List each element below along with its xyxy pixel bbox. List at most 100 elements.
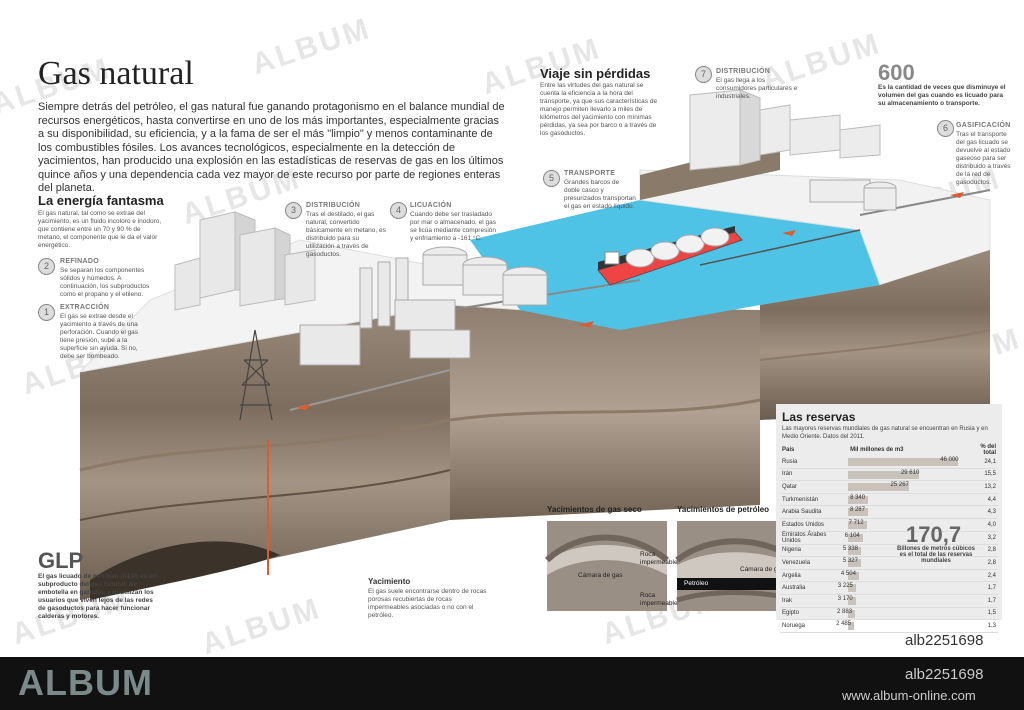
reservas-value: 2 883 [837, 608, 853, 615]
step-6-number: 6 [937, 120, 954, 137]
step-5-label: TRANSPORTE [564, 170, 616, 177]
reservas-value: 7 712 [848, 519, 864, 526]
reservas-country: Australia [780, 581, 849, 595]
step-5-number: 5 [543, 170, 560, 187]
step-7-number: 7 [695, 66, 712, 83]
reservas-bar [848, 470, 919, 479]
yac-seco-camara: Cámara de gas [578, 572, 623, 579]
big-600-value: 600 [878, 60, 915, 85]
reservas-value-cell: 5 327 [843, 556, 965, 570]
reservas-value: 4 504 [840, 570, 856, 577]
yac-petroleo-roca-1: Roca impermeable [640, 551, 678, 566]
yac-seco-heading: Yacimientos de gas seco [547, 505, 642, 514]
reservas-pct: 13,2 [964, 480, 998, 494]
reservas-pct: 1,7 [964, 594, 998, 608]
reservas-pct: 2,4 [964, 569, 998, 583]
city-buildings-left [174, 211, 316, 311]
reservas-country: Arabia Saudita [780, 505, 849, 519]
reservas-bar [848, 571, 859, 580]
reservas-bar [848, 495, 869, 504]
image-code-top: alb2251698 [905, 632, 984, 649]
reservas-bar [848, 520, 867, 529]
earth-block-left-front [80, 305, 450, 600]
reservas-pct: 24,1 [964, 456, 998, 469]
reservas-value: 3 225 [837, 583, 853, 590]
reservas-country: Emiratos Árabes Unidos [780, 531, 849, 545]
step-1-number: 1 [38, 304, 55, 321]
step-3-number: 3 [285, 202, 302, 219]
reservas-total-text: Billones de metros cúbicos es el total d… [896, 546, 976, 564]
reservas-bar [848, 596, 856, 605]
earth-block-right-front [760, 250, 990, 420]
reservas-country: Turkmenistán [780, 493, 849, 507]
reservas-bar [848, 533, 863, 542]
reservas-country: Nigeria [780, 544, 849, 558]
album-logo: ALBUM [18, 662, 153, 703]
step-5-text: Grandes barcos de doble casco y presuriz… [564, 179, 636, 210]
gas-dry-reservoir-diagram [544, 521, 669, 611]
yac-petroleo-roca-2: Roca impermeable [640, 592, 678, 607]
big-600-text: Es la cantidad de veces que disminuye el… [878, 84, 1006, 107]
city-buildings-right [689, 89, 881, 171]
reservas-pct: 2,8 [964, 556, 998, 570]
reservas-value-cell: 25 267 [848, 480, 965, 494]
step-7-label: DISTRIBUCIÓN [716, 68, 771, 75]
reservas-pct: 4,3 [964, 505, 998, 519]
lng-tanker-ship [597, 226, 743, 286]
viaje-heading: Viaje sin pérdidas [540, 66, 651, 81]
step-4-text: Cuando debe ser trasladado por mar o alm… [410, 211, 496, 242]
step-2-text: Se separan los componentes sólidos y húm… [60, 267, 150, 298]
reservas-value: 5 327 [842, 558, 858, 565]
glp-text: El gas licuado de petróleo (GLP) es un s… [38, 573, 157, 620]
reservas-value-cell: 6 104 [845, 531, 965, 545]
image-code-bottom: alb2251698 [905, 666, 984, 683]
reservas-panel: Las reservas Las mayores reservas mundia… [776, 404, 1002, 633]
reservas-value-cell: 29 610 [848, 468, 965, 482]
reservas-value: 25 267 [890, 482, 909, 489]
fantasma-heading: La energía fantasma [38, 193, 164, 208]
step-2-number: 2 [38, 258, 55, 275]
yac-petroleo-heading: Yacimientos de petróleo [677, 505, 770, 514]
reservas-country: Noruega [780, 619, 849, 633]
reservas-bar [848, 559, 861, 568]
fantasma-text: El gas natural, tal como se extrae del y… [38, 210, 162, 249]
step-4-label: LICUACIÓN [410, 202, 452, 209]
reservas-country: Irán [780, 468, 849, 482]
reservas-value-cell: 8 287 [848, 505, 965, 519]
reservas-pct: 2,8 [964, 544, 998, 558]
footer-url[interactable]: www.album-online.com [842, 688, 976, 703]
reservas-value: 8 340 [850, 494, 866, 501]
reservas-value: 8 287 [849, 507, 865, 514]
yacimiento-heading: Yacimiento [368, 577, 411, 586]
reservas-bar [848, 483, 909, 492]
reservas-value-cell: 2 883 [837, 607, 965, 621]
reservas-country: Egipto [780, 607, 849, 621]
reservas-bar [848, 622, 855, 631]
reservoir-cavity [90, 541, 280, 600]
reservas-total-value: 170,7 [906, 522, 962, 547]
step-1-label: EXTRACCIÓN [60, 304, 110, 311]
step-7-text: El gas llega a los consumidores particul… [716, 77, 798, 100]
step-3-label: DISTRIBUCIÓN [306, 202, 361, 209]
col-pais: País [782, 447, 795, 453]
reservas-bar [848, 546, 861, 555]
reservas-pct: 1,3 [964, 619, 998, 633]
reservas-header-row: País Mil millones de m3 % del total [780, 444, 998, 456]
reservas-value-cell: 7 712 [848, 518, 965, 532]
reservas-table: País Mil millones de m3 % del total Rusi… [780, 444, 998, 633]
reservas-value-cell: 5 338 [843, 544, 965, 558]
step-1-text: El gas se extrae desde el yacimiento a t… [60, 313, 139, 360]
reservas-value-cell: 8 340 [848, 493, 965, 507]
reservas-bar [848, 458, 959, 466]
yacimiento-text: El gas suele encontrarse dentro de rocas… [368, 588, 487, 619]
reservas-country: Rusia [780, 456, 849, 469]
